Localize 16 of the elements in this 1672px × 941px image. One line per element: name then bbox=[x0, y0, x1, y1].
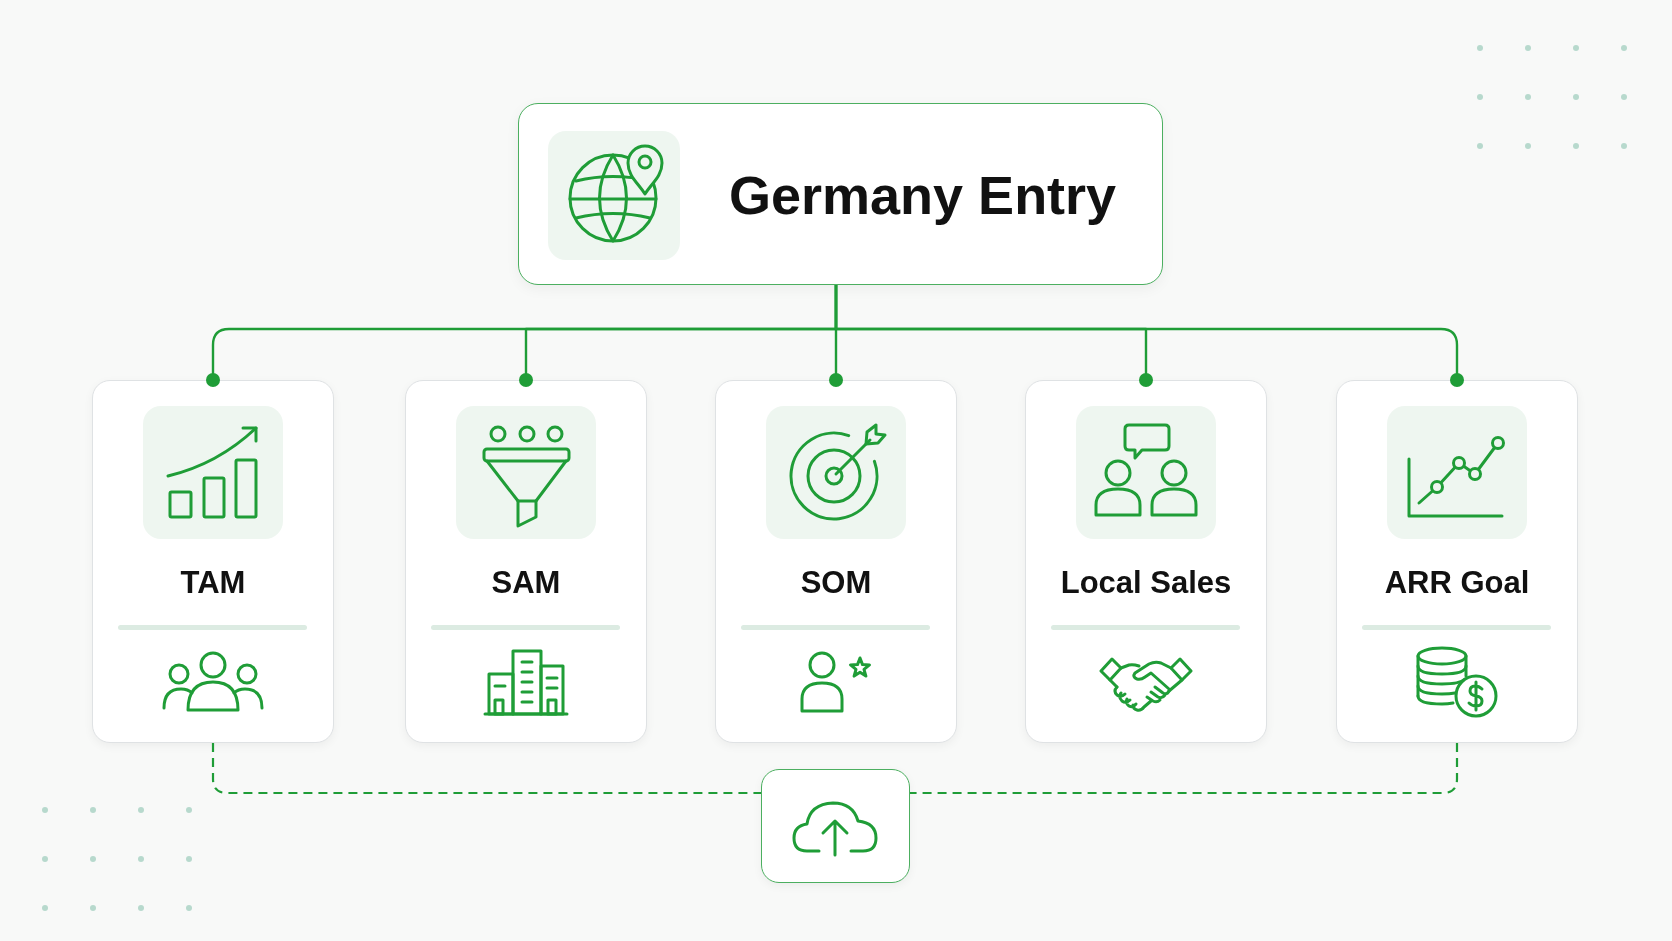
metric-card bbox=[715, 380, 957, 743]
card-title: TAM bbox=[180, 564, 246, 602]
card-title: ARR Goal bbox=[1384, 564, 1530, 602]
card-title: SAM bbox=[491, 564, 561, 602]
connector-line bbox=[834, 285, 1464, 387]
title-card bbox=[518, 103, 1163, 285]
metric-card bbox=[1025, 380, 1267, 743]
node-title: Germany Entry bbox=[729, 164, 1117, 227]
metric-card bbox=[405, 380, 647, 743]
upload-card bbox=[761, 769, 910, 883]
metric-card bbox=[92, 380, 334, 743]
dashed-connector bbox=[910, 743, 1459, 795]
card-title: SOM bbox=[800, 564, 872, 602]
metric-card bbox=[1336, 380, 1578, 743]
card-title: Local Sales bbox=[1060, 564, 1232, 602]
dashed-connector bbox=[211, 743, 761, 795]
